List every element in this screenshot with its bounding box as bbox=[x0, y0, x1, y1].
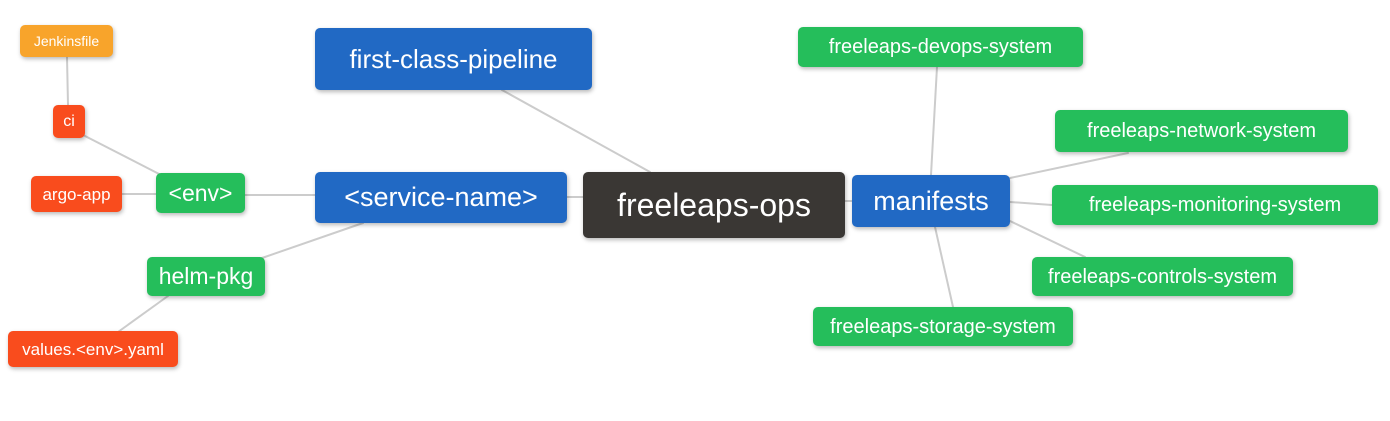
node-values-env-yaml[interactable]: values.<env>.yaml bbox=[8, 331, 178, 367]
node-freeleaps-network-system[interactable]: freeleaps-network-system bbox=[1055, 110, 1348, 152]
node-first-class-pipeline[interactable]: first-class-pipeline bbox=[315, 28, 592, 90]
node-ci[interactable]: ci bbox=[53, 105, 85, 138]
node-service-name[interactable]: <service-name> bbox=[315, 172, 567, 223]
node-helm-pkg[interactable]: helm-pkg bbox=[147, 257, 265, 296]
node-freeleaps-ops[interactable]: freeleaps-ops bbox=[583, 172, 845, 238]
node-freeleaps-controls-system[interactable]: freeleaps-controls-system bbox=[1032, 257, 1293, 296]
node-jenkinsfile[interactable]: Jenkinsfile bbox=[20, 25, 113, 57]
node-freeleaps-devops-system[interactable]: freeleaps-devops-system bbox=[798, 27, 1083, 67]
node-argo-app[interactable]: argo-app bbox=[31, 176, 122, 212]
node-manifests[interactable]: manifests bbox=[852, 175, 1010, 227]
node-freeleaps-monitoring-system[interactable]: freeleaps-monitoring-system bbox=[1052, 185, 1378, 225]
node-freeleaps-storage-system[interactable]: freeleaps-storage-system bbox=[813, 307, 1073, 346]
node-env[interactable]: <env> bbox=[156, 173, 245, 213]
